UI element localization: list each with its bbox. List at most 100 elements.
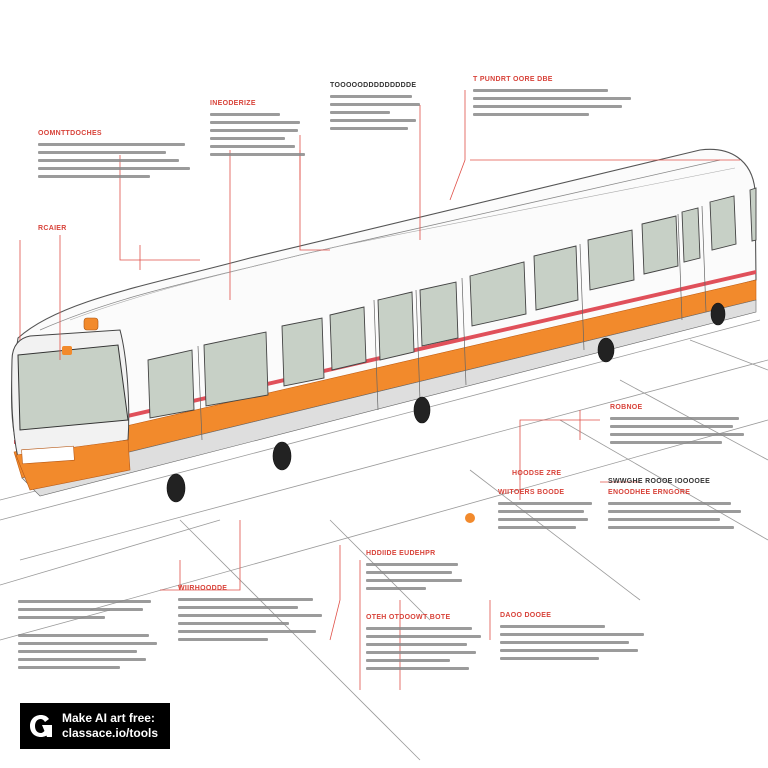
callout-2-line (210, 153, 305, 156)
callout-9-line (608, 518, 720, 521)
callout-9-line (608, 502, 732, 505)
callout-14-line (500, 641, 629, 644)
callout-2-line (210, 129, 298, 132)
callout-5-heading: RCAIER (38, 225, 67, 232)
callout-1-heading: OOMNTTDOCHES (38, 130, 102, 137)
callout-12-line (178, 598, 313, 601)
callout-15-line (18, 666, 120, 669)
callout-15-line (18, 650, 137, 653)
callout-12-line (178, 614, 322, 617)
callout-9: SWWGHE ROOOE IOOOOEE ENOODHEE ERNGORE (608, 478, 748, 534)
callout-11-line (366, 563, 458, 566)
callout-15-line (18, 616, 105, 619)
callout-2-line (210, 113, 280, 116)
callout-11-line (366, 579, 462, 582)
callout-3-line (330, 95, 412, 98)
callout-2-line (210, 137, 285, 140)
callout-14-line (500, 649, 638, 652)
callout-12-line (178, 638, 268, 641)
callout-7: HOODSE ZRE (512, 470, 572, 483)
callout-12-line (178, 606, 298, 609)
callout-3-line (330, 119, 416, 122)
callout-13: OTEH OTDOOWT BOTE (366, 614, 486, 675)
callout-12-line (178, 630, 316, 633)
callout-8-heading: WIITOERS BOODE (498, 489, 565, 496)
watermark-text: Make AI art free: classace.io/tools (62, 711, 158, 741)
callout-1-line (38, 167, 190, 170)
callout-11-line (366, 587, 426, 590)
callout-1: OOMNTTDOCHES (38, 130, 198, 183)
callout-15-line (18, 608, 143, 611)
door-lines (197, 205, 707, 441)
callout-3: TOOOOODDDDDDDDDE (330, 82, 430, 135)
front-windshield (17, 344, 129, 431)
callout-15 (18, 600, 163, 674)
callout-7-heading: HOODSE ZRE (512, 470, 562, 477)
callout-14-line (500, 657, 599, 660)
callout-2-heading: INEODERIZE (210, 100, 256, 107)
roof-lamp (83, 317, 99, 331)
callout-14-line (500, 633, 644, 636)
callout-8-line (498, 518, 588, 521)
bogies (166, 302, 726, 503)
side-windows (147, 187, 757, 419)
train-underframe (21, 299, 757, 497)
watermark-banner[interactable]: Make AI art free: classace.io/tools (20, 703, 170, 749)
callout-4-line (473, 105, 622, 108)
callout-6-line (610, 417, 739, 420)
callout-3-heading: TOOOOODDDDDDDDDE (330, 82, 417, 89)
callout-4-heading: T PUNDRT OORE DBE (473, 76, 553, 83)
callout-8: WIITOERS BOODE (498, 489, 598, 534)
train-roof-ridge-2 (69, 167, 736, 321)
callout-9-heading: SWWGHE ROOOE IOOOOEE (608, 478, 711, 485)
callout-9-line (608, 510, 741, 513)
marker-dot (465, 513, 475, 523)
callout-2: INEODERIZE (210, 100, 310, 161)
callout-2-line (210, 145, 295, 148)
callout-6-heading: ROBNOE (610, 404, 643, 411)
callout-1-line (38, 143, 186, 146)
callout-13-line (366, 651, 477, 654)
callout-3-line (330, 103, 420, 106)
callout-6-line (610, 433, 745, 436)
watermark-line-2: classace.io/tools (62, 726, 159, 740)
callout-13-line (366, 667, 470, 670)
callout-4: T PUNDRT OORE DBE (473, 76, 638, 121)
callout-13-line (366, 627, 472, 630)
callout-3-line (330, 127, 408, 130)
callout-13-line (366, 643, 467, 646)
callout-13-line (366, 635, 482, 638)
callout-1-line (38, 159, 179, 162)
callout-6-line (610, 441, 722, 444)
callout-14-line (500, 625, 605, 628)
callout-13-line (366, 659, 450, 662)
callout-9-line (608, 526, 734, 529)
callout-6: ROBNOE (610, 404, 750, 449)
callout-11: HDDIIDE EUDEHPR (366, 550, 466, 595)
callout-15-line (18, 600, 152, 603)
callout-1-line (38, 151, 166, 154)
callout-6-line (610, 425, 734, 428)
callout-13-heading: OTEH OTDOOWT BOTE (366, 614, 451, 621)
callout-11-heading: HDDIIDE EUDEHPR (366, 550, 436, 557)
side-lamp (62, 346, 72, 355)
callout-15-line (18, 634, 149, 637)
callout-2-line (210, 121, 300, 124)
callout-15-line (18, 658, 146, 661)
callout-8-line (498, 526, 576, 529)
callout-14-heading: DAOO DOOEE (500, 612, 552, 619)
callout-4-line (473, 113, 589, 116)
callout-5: RCAIER (38, 225, 98, 238)
callout-3-line (330, 111, 390, 114)
callout-4-line (473, 97, 632, 100)
callout-12-line (178, 622, 289, 625)
callout-11-line (366, 571, 452, 574)
callout-10-heading: ENOODHEE ERNGORE (608, 489, 691, 496)
callout-4-line (473, 89, 609, 92)
callout-14: DAOO DOOEE (500, 612, 650, 665)
callout-15-line (18, 642, 158, 645)
callout-1-line (38, 175, 150, 178)
watermark-line-1: Make AI art free: (62, 711, 155, 725)
callout-8-line (498, 510, 584, 513)
